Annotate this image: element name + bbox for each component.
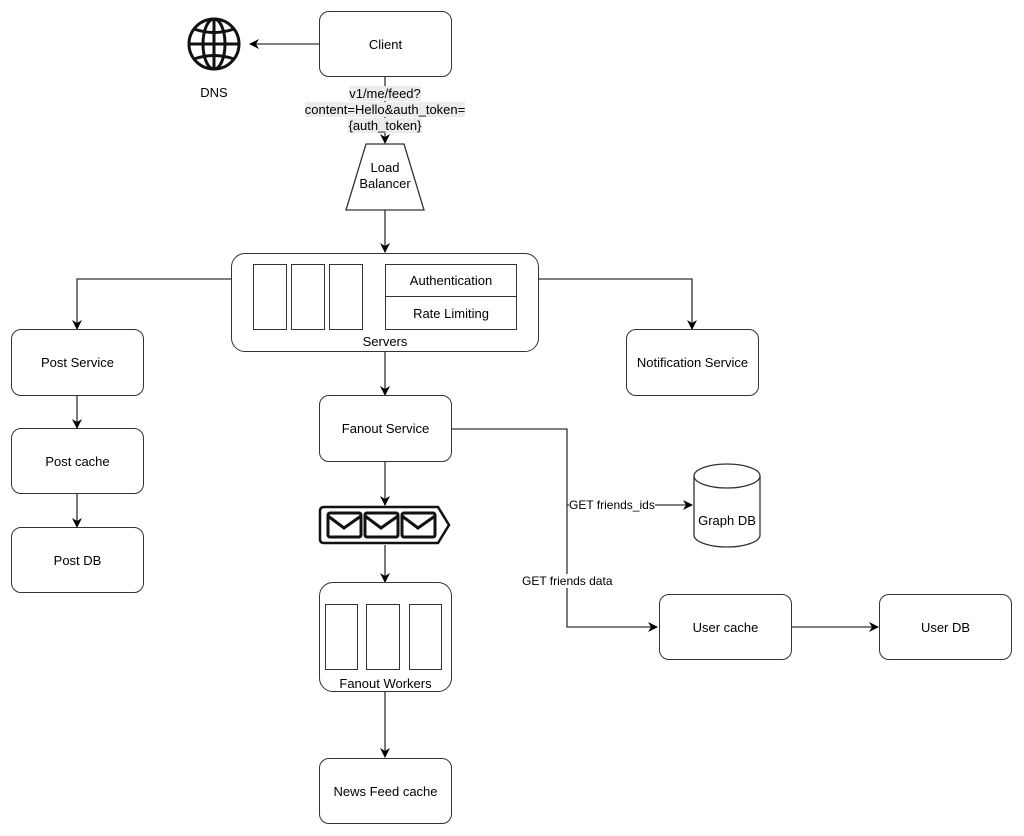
api-request-label: v1/me/feed? content=Hello&auth_token= {a… <box>295 86 475 134</box>
edge-fanout-usercache <box>452 428 658 632</box>
post-service-label: Post Service <box>41 355 114 370</box>
rate-limiting-label: Rate Limiting <box>413 305 489 321</box>
authentication-module[interactable]: Authentication <box>385 264 517 297</box>
globe-icon <box>187 17 241 71</box>
client-label: Client <box>368 36 403 52</box>
graph-db-label[interactable]: Graph DB <box>698 513 756 528</box>
api-line-3: {auth_token} <box>348 118 422 133</box>
news-feed-cache-node[interactable]: News Feed cache <box>319 758 452 824</box>
load-balancer-label[interactable]: Load Balancer <box>346 160 424 192</box>
fanout-service-label: Fanout Service <box>341 421 430 436</box>
notification-service-node[interactable]: Notification Service <box>626 329 759 396</box>
message-queue-icon <box>318 505 451 545</box>
graph-db-cylinder <box>693 463 761 548</box>
dns-label: DNS <box>200 85 228 100</box>
server-instance <box>329 264 363 330</box>
edge-servers-post-service <box>72 278 231 330</box>
worker-instance <box>366 604 400 670</box>
load-balancer-line-2: Balancer <box>359 176 411 191</box>
post-service-node[interactable]: Post Service <box>11 329 144 396</box>
load-balancer-line-1: Load <box>370 160 400 175</box>
user-db-label: User DB <box>920 619 971 635</box>
servers-label: Servers <box>362 334 408 349</box>
api-line-1: v1/me/feed? <box>349 86 421 101</box>
user-db-node[interactable]: User DB <box>879 594 1012 660</box>
load-balancer-shape <box>345 143 425 211</box>
server-instance <box>253 264 287 330</box>
post-cache-label: Post cache <box>45 453 110 469</box>
get-friends-ids-label: GET friends_ids <box>569 498 655 512</box>
worker-instance <box>325 604 358 670</box>
server-instance <box>291 264 325 330</box>
edge-servers-notification <box>539 278 697 330</box>
news-feed-cache-label: News Feed cache <box>333 783 438 799</box>
user-cache-node[interactable]: User cache <box>659 594 792 660</box>
client-node[interactable]: Client <box>319 11 452 77</box>
get-friends-data-label: GET friends data <box>522 574 613 588</box>
notification-service-label: Notification Service <box>636 355 749 370</box>
user-cache-label: User cache <box>692 619 759 635</box>
fanout-workers-label: Fanout Workers <box>339 676 432 691</box>
post-cache-node[interactable]: Post cache <box>11 428 144 494</box>
post-db-node[interactable]: Post DB <box>11 527 144 593</box>
authentication-label: Authentication <box>409 273 493 288</box>
api-line-2: content=Hello&auth_token= <box>304 102 466 117</box>
rate-limiting-module[interactable]: Rate Limiting <box>385 296 517 330</box>
fanout-service-node[interactable]: Fanout Service <box>319 395 452 462</box>
worker-instance <box>409 604 442 670</box>
post-db-label: Post DB <box>53 552 102 568</box>
